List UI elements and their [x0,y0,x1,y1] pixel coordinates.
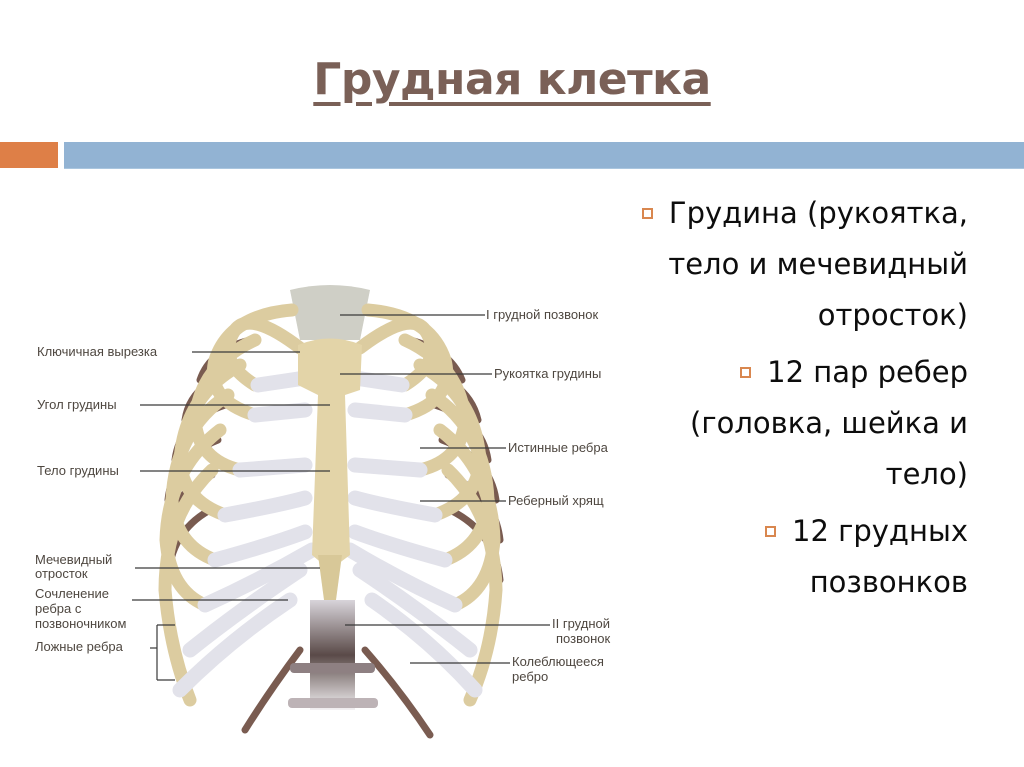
label-false-ribs: Ложные ребра [35,639,123,654]
label-second-vertebra-2: позвонок [556,631,611,646]
label-sternum-body: Тело грудины [37,463,119,478]
bullet-ribs: 12 пар ребер (головка, шейка и тело) [690,355,968,491]
square-bullet-icon [765,526,776,537]
rib-cage-diagram: I грудной позвонок Ключичная вырезка Рук… [0,270,650,767]
label-true-ribs: Истинные ребра [508,440,608,455]
label-floating-rib-2: ребро [512,669,549,684]
label-floating-rib-1: Колеблющееся [512,654,604,669]
bullet-vertebrae: 12 грудных позвонков [588,506,968,608]
label-costal-cartilage: Реберный хрящ [508,493,604,508]
label-clavicular-notch: Ключичная вырезка [37,344,158,359]
bullet-sternum: Грудина (рукоятка, тело и мечевидный отр… [588,188,968,341]
square-bullet-icon [740,367,752,378]
label-manubrium: Рукоятка грудины [494,366,602,381]
label-costovertebral-1: Сочленение [35,586,110,601]
header-accent-orange [0,142,58,168]
label-costovertebral-3: позвоночником [35,616,127,631]
label-xiphoid-2: отросток [35,566,88,581]
label-sternal-angle: Угол грудины [37,397,117,412]
bullet-list: Грудина (рукоятка, тело и мечевидный отр… [588,188,968,614]
square-bullet-icon [641,208,653,219]
rib-cage-illustration [132,285,550,739]
label-xiphoid-1: Мечевидный [35,552,113,567]
slide-title: Грудная клетка [313,54,711,105]
label-first-thoracic-vertebra: I грудной позвонок [486,307,599,322]
label-second-vertebra-1: II грудной [552,616,610,631]
label-costovertebral-2: ребра с [35,601,82,616]
header-accent-blue [64,142,1024,169]
